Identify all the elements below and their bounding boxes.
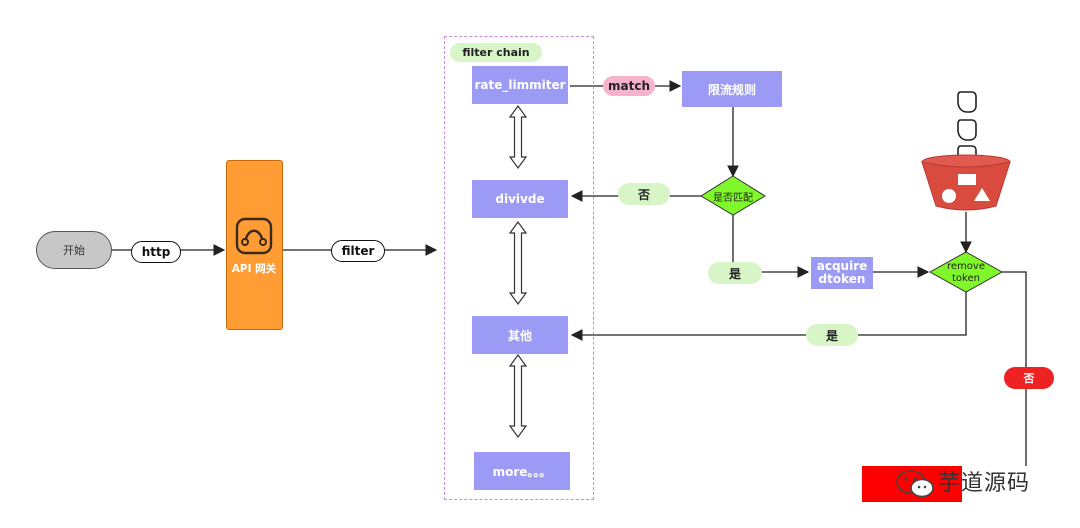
token-drop-2 [957,119,977,141]
edge-label-http: http [131,241,181,263]
acquire-line1: acquire [816,259,868,273]
edge-remove-reject [1002,271,1027,466]
remove-line1: remove [947,261,985,272]
edge-label-match: match [603,76,655,96]
edge-label-yes-bottom: 是 [806,324,858,346]
filter-chain-container [444,36,594,500]
watermark-text: 芋道源码 [938,471,1031,496]
decision-remove-diamond [928,251,1004,293]
edge-label-no-right: 否 [1004,367,1054,389]
chain-double-arrow-1 [508,104,528,170]
edge-label-filter: filter [331,240,385,262]
acquire-token-box: acquire dtoken [811,257,873,289]
chain-double-arrow-3 [508,353,528,439]
filter-chain-label: filter chain [450,43,542,62]
filter-rate-limiter: rate_limmiter [472,66,568,104]
api-gateway-node [226,160,283,330]
decision-remove-label: remove token [932,259,1000,287]
filter-other: 其他 [472,316,568,354]
filter-more: more。。。 [474,452,570,490]
edge-label-no-left: 否 [618,183,670,205]
rate-limit-rules-box: 限流规则 [682,71,782,107]
acquire-line2: dtoken [818,272,866,286]
gateway-label: API 网关 [231,262,277,275]
edge-remove-other [570,292,967,341]
chain-double-arrow-2 [508,220,528,306]
edge-label-yes-mid: 是 [708,262,762,284]
decision-match-label: 是否匹配 [713,192,753,204]
start-label: 开始 [63,244,85,257]
token-drop-1 [957,91,977,113]
start-node: 开始 [36,231,112,269]
filter-divide: divivde [472,180,568,218]
token-bucket-icon [918,90,1014,212]
decision-match-diamond [700,175,766,216]
gateway-link-icon [234,217,274,255]
remove-line2: token [952,273,980,284]
wechat-watermark-icon [894,469,936,499]
